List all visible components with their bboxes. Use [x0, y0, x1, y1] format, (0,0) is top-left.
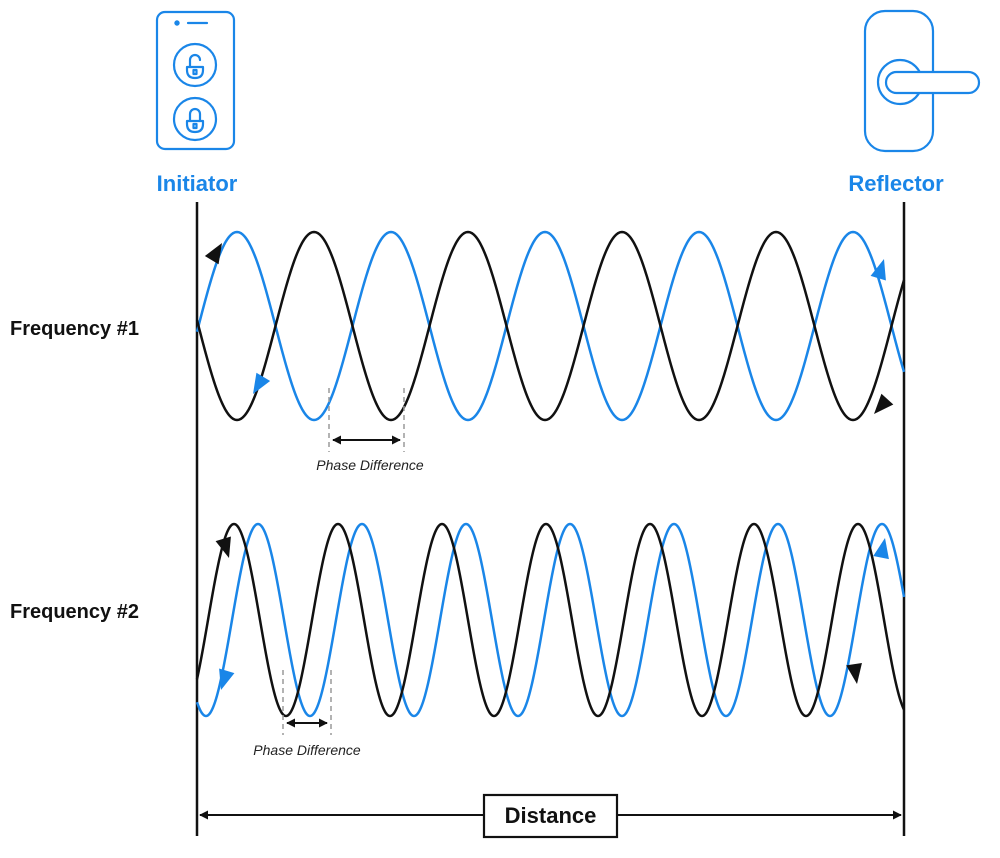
frequency-1-black-return-arrowhead: [874, 393, 894, 414]
frequency-2-label: Frequency #2: [10, 601, 139, 623]
phone-lock-icon: [155, 10, 236, 151]
frequency-2-black-arrowhead: [215, 536, 231, 558]
phase-difference-1: Phase Difference: [316, 388, 424, 473]
frequency-2-black-wave: [195, 522, 906, 718]
frequency-1-blue-arrowhead: [253, 372, 271, 394]
frequency-1-label: Frequency #1: [10, 318, 139, 340]
reflector-label: Reflector: [848, 171, 944, 196]
distance-box: [482, 793, 619, 839]
door-handle-icon: [863, 9, 981, 153]
phase-difference-2-label: Phase Difference: [253, 742, 361, 758]
frequency-1-blue-return-arrowhead: [870, 259, 886, 281]
frequency-2-blue-return-arrowhead: [873, 538, 889, 560]
frequency-2-blue-wave: [195, 522, 906, 718]
distance-label: Distance: [505, 803, 597, 828]
phase-difference-1-label: Phase Difference: [316, 457, 424, 473]
frequency-1-black-arrowhead: [204, 243, 222, 265]
frequency-1-blue-wave: [195, 230, 906, 422]
frequency-2-black-return-arrowhead: [846, 663, 862, 684]
frequency-2-blue-arrowhead: [219, 668, 235, 690]
distance-indicator: Distance: [199, 793, 902, 839]
frequency-1-black-wave: [195, 230, 906, 422]
phase-difference-2: Phase Difference: [253, 670, 361, 758]
initiator-label: Initiator: [157, 171, 238, 196]
